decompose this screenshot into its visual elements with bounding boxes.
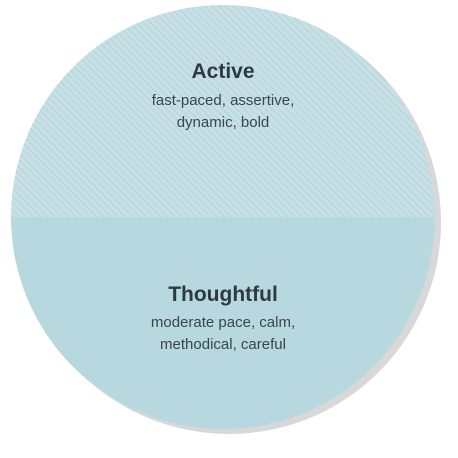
segment-active-description: fast-paced, assertive, dynamic, bold [0, 90, 446, 134]
segment-thoughtful-description-line: moderate pace, calm, [150, 314, 296, 331]
segment-active-description-line: fast-paced, assertive, [151, 92, 295, 109]
segment-thoughtful-title: Thoughtful [168, 283, 278, 306]
segment-active-fill [11, 5, 435, 217]
segment-thoughtful-description-line: methodical, careful [160, 336, 286, 353]
segment-thoughtful-description: moderate pace, calm, methodical, careful [0, 312, 446, 356]
segment-thoughtful-fill [11, 217, 435, 429]
segment-active-title: Active [191, 60, 255, 83]
segment-active-description-line: dynamic, bold [176, 114, 270, 131]
